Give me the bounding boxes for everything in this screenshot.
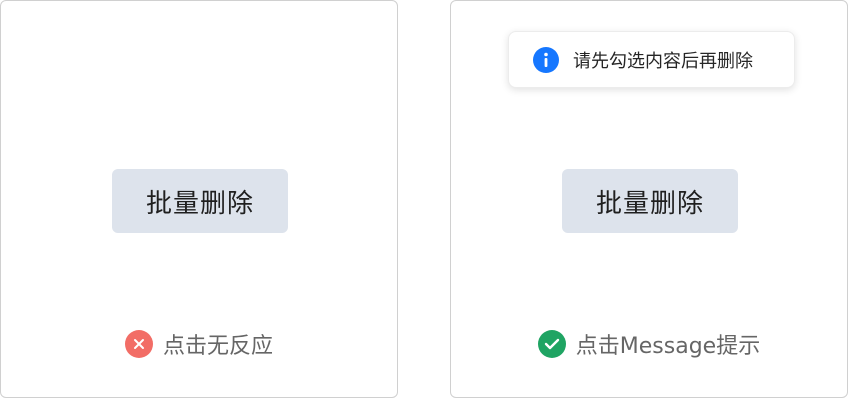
info-icon (533, 46, 559, 73)
check-circle-icon (537, 330, 566, 358)
panel-no-feedback: 批量删除 点击无反应 (0, 0, 398, 398)
caption-message-hint: 点击Message提示 (451, 328, 847, 360)
toast-message-text: 请先勾选内容后再删除 (573, 50, 753, 72)
caption-no-response: 点击无反应 (1, 328, 397, 360)
message-toast: 请先勾选内容后再删除 (508, 31, 795, 88)
panel-message-feedback: 请先勾选内容后再删除 批量删除 点击Message提示 (450, 0, 848, 398)
close-circle-icon (124, 330, 153, 358)
caption-text: 点击Message提示 (575, 334, 761, 359)
batch-delete-button[interactable]: 批量删除 (562, 169, 738, 233)
caption-text: 点击无反应 (162, 334, 273, 359)
batch-delete-button[interactable]: 批量删除 (112, 169, 288, 233)
